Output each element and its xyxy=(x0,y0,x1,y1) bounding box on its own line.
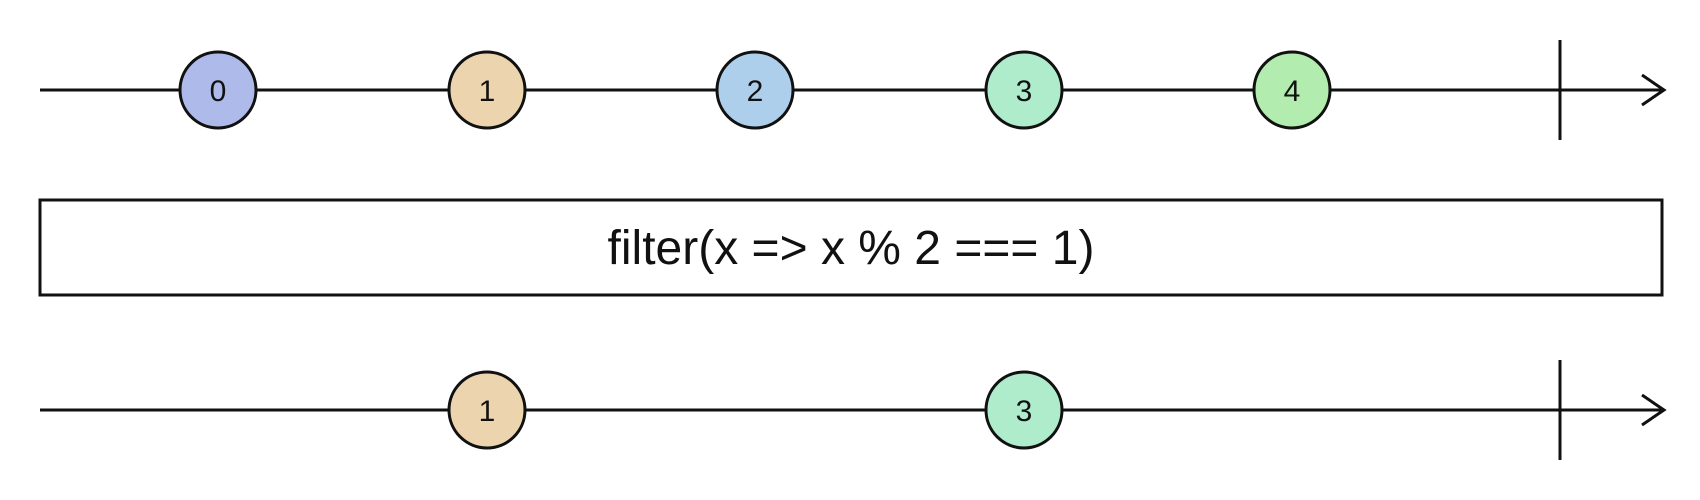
operator-box: filter(x => x % 2 === 1) xyxy=(38,198,1664,297)
marble: 0 xyxy=(178,50,258,130)
marble-label: 3 xyxy=(1016,75,1033,108)
marble-label: 3 xyxy=(1016,395,1033,428)
marble-label: 1 xyxy=(479,75,496,108)
marble: 2 xyxy=(715,50,795,130)
marble: 3 xyxy=(984,50,1064,130)
input-marbles: 0 1 2 3 4 xyxy=(178,50,1332,130)
marble-circle xyxy=(984,370,1064,450)
marble: 3 xyxy=(984,370,1064,450)
marble-circle xyxy=(1252,50,1332,130)
marble-circle xyxy=(447,370,527,450)
marble: 1 xyxy=(447,370,527,450)
marble-label: 0 xyxy=(210,75,227,108)
marble: 4 xyxy=(1252,50,1332,130)
output-timeline-arrowhead xyxy=(1641,393,1667,427)
marble-circle xyxy=(447,50,527,130)
marble-circle xyxy=(715,50,795,130)
marble-label: 2 xyxy=(747,75,764,108)
marble-label: 1 xyxy=(479,395,496,428)
input-timeline-arrowhead xyxy=(1641,73,1667,107)
marble-label: 4 xyxy=(1284,75,1301,108)
operator-label: filter(x => x % 2 === 1) xyxy=(608,222,1095,275)
operator-box-frame xyxy=(38,198,1664,297)
marble-circle xyxy=(984,50,1064,130)
marble-circle xyxy=(178,50,258,130)
input-timeline: 0 1 2 3 4 xyxy=(40,40,1667,140)
marble: 1 xyxy=(447,50,527,130)
